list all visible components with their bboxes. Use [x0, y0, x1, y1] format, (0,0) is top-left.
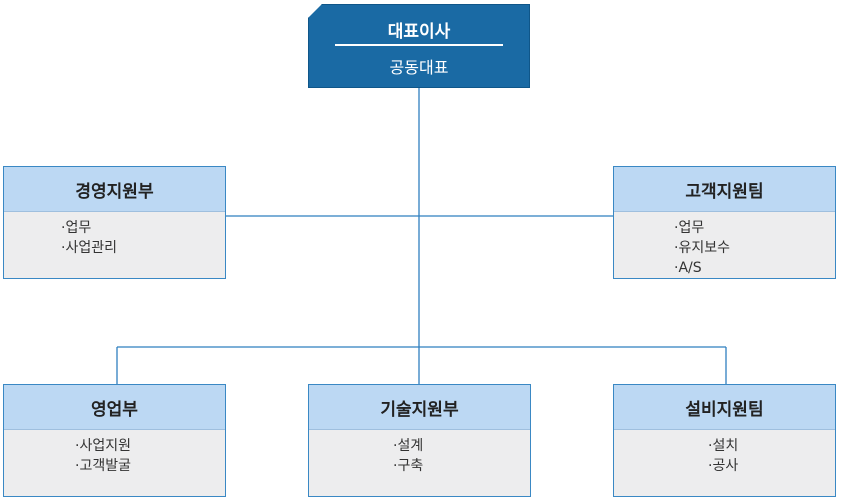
dept-item: ·업무 — [61, 220, 92, 236]
ceo-divider — [335, 44, 503, 46]
dept-title: 영업부 — [4, 385, 225, 430]
dept-items: ·설치 ·공사 — [614, 430, 835, 476]
dept-item: ·설계 — [393, 438, 424, 454]
dept-tech-support: 기술지원부 ·설계 ·구축 — [308, 384, 531, 497]
dept-item: ·유지보수 — [674, 240, 730, 256]
dept-item: ·고객발굴 — [75, 458, 131, 474]
dept-item: ·사업지원 — [75, 438, 131, 454]
dept-item: ·A/S — [674, 260, 702, 276]
dept-items: ·업무 ·유지보수 ·A/S — [614, 212, 835, 278]
dept-item: ·사업관리 — [61, 240, 117, 256]
dept-item: ·설치 — [708, 438, 739, 454]
ceo-box: 대표이사 공동대표 — [308, 4, 530, 88]
dept-item: ·업무 — [674, 220, 705, 236]
dept-items: ·사업지원 ·고객발굴 — [4, 430, 225, 476]
dept-items: ·설계 ·구축 — [309, 430, 530, 476]
dept-title: 기술지원부 — [309, 385, 530, 430]
dept-facility-support: 설비지원팀 ·설치 ·공사 — [613, 384, 836, 497]
dept-sales: 영업부 ·사업지원 ·고객발굴 — [3, 384, 226, 497]
dept-item: ·구축 — [393, 458, 424, 474]
dept-title: 설비지원팀 — [614, 385, 835, 430]
dept-items: ·업무 ·사업관리 — [4, 212, 225, 258]
ceo-subtitle: 공동대표 — [389, 58, 449, 77]
dept-customer-support: 고객지원팀 ·업무 ·유지보수 ·A/S — [613, 166, 836, 279]
dept-title: 고객지원팀 — [614, 167, 835, 212]
dept-item: ·공사 — [708, 458, 739, 474]
dept-management-support: 경영지원부 ·업무 ·사업관리 — [3, 166, 226, 279]
ceo-title: 대표이사 — [387, 22, 451, 42]
dept-title: 경영지원부 — [4, 167, 225, 212]
